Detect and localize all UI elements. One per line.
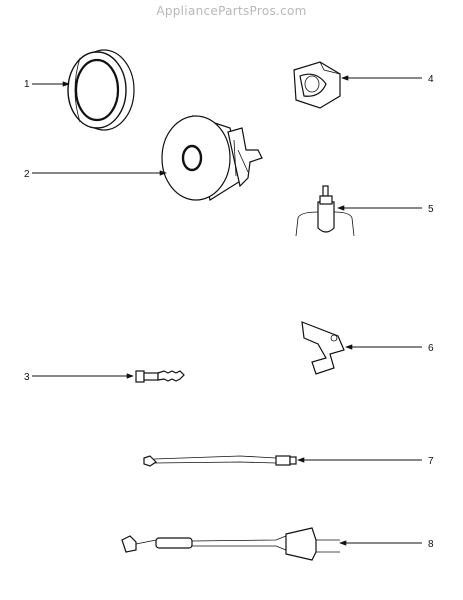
callout-5-label: 5 [428, 204, 434, 215]
callout-7-label: 7 [428, 456, 434, 467]
part-4-bracket [293, 61, 341, 109]
callout-1-label: 1 [24, 79, 30, 90]
callout-8: 8 [339, 539, 434, 550]
callout-5: 5 [337, 204, 434, 215]
part-1-ring [67, 49, 135, 131]
part-6-clip [301, 321, 345, 375]
part-7-wire-harness [143, 455, 297, 467]
callout-6-label: 6 [428, 343, 434, 354]
callout-3-label: 3 [24, 372, 30, 383]
callout-4-label: 4 [428, 74, 434, 85]
callout-8-label: 8 [428, 539, 434, 550]
part-8-power-cord [121, 527, 340, 561]
part-2-motor [161, 115, 263, 201]
callout-3: 3 [24, 372, 134, 383]
part-5-switch [295, 185, 355, 237]
callout-1: 1 [24, 79, 70, 90]
watermark: AppliancePartsPros.com [156, 4, 307, 18]
callout-7: 7 [297, 456, 434, 467]
callout-2: 2 [24, 169, 167, 180]
callout-2-label: 2 [24, 169, 30, 180]
callout-6: 6 [345, 343, 434, 354]
callout-4: 4 [341, 74, 434, 85]
part-3-screw [135, 370, 185, 383]
